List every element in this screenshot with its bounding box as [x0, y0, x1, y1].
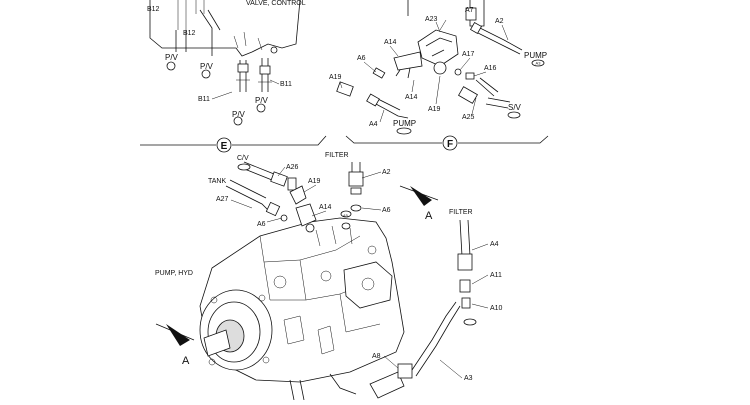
- section-e-label: E: [221, 141, 228, 152]
- pv-3-callout: [256, 103, 266, 113]
- label-a14-f2: A14: [405, 94, 418, 101]
- sv-callout: [507, 111, 521, 119]
- label-pv-1: P/V: [165, 53, 179, 62]
- label-a14-f1: A14: [384, 39, 397, 46]
- label-a11: A11: [490, 272, 502, 279]
- label-a3: A3: [464, 375, 473, 382]
- leader-lines: [230, 21, 509, 379]
- label-pv-2: P/V: [200, 62, 214, 71]
- label-sv: S/V: [508, 103, 522, 112]
- label-tank: TANK: [208, 178, 226, 185]
- label-a16: A16: [484, 65, 497, 72]
- svg-text:A5: A5: [343, 213, 349, 218]
- label-a14-e: A14: [319, 204, 332, 211]
- label-a4-f: A4: [369, 121, 378, 128]
- section-e-bracket: E: [140, 135, 327, 153]
- hydraulic-pump-body: [199, 217, 461, 401]
- section-e-marker: [216, 137, 232, 153]
- pv-4-callout: [233, 116, 243, 126]
- label-filter-top: FILTER: [325, 152, 349, 159]
- label-a8: A8: [372, 353, 381, 360]
- pv-2-callout: [201, 69, 211, 79]
- label-a23: A23: [425, 16, 438, 23]
- label-pump-f1: PUMP: [524, 51, 547, 60]
- section-f-components: [336, 0, 523, 119]
- view-arrow-top: [399, 185, 439, 206]
- pump-a3-callout: [531, 59, 545, 67]
- label-a26: A26: [286, 164, 299, 171]
- label-pv-4: P/V: [232, 110, 246, 119]
- pv-1-callout: [166, 61, 176, 71]
- label-arrow-a-top: A: [425, 210, 433, 222]
- label-pump-f2: PUMP: [393, 119, 416, 128]
- label-a10: A10: [490, 305, 503, 312]
- label-a2-f: A2: [495, 18, 504, 25]
- pump-f2-callout: [396, 127, 412, 135]
- label-a25: A25: [462, 114, 475, 121]
- label-b11-b: B11: [280, 81, 292, 88]
- section-f-marker: [442, 135, 458, 151]
- pump-fittings: [225, 161, 477, 326]
- label-cv: C/V: [237, 155, 249, 162]
- label-arrow-a-bottom: A: [182, 355, 190, 367]
- label-a6-f: A6: [357, 55, 366, 62]
- label-pv-3: P/V: [255, 96, 269, 105]
- label-a17: A17: [462, 51, 475, 58]
- control-valve-assembly: [149, 0, 301, 92]
- label-pump-hyd: PUMP, HYD: [155, 270, 193, 277]
- label-valve-control: VALVE, CONTROL: [246, 0, 306, 7]
- label-a6-e2: A6: [382, 207, 391, 214]
- label-a6-e1: A6: [257, 221, 266, 228]
- section-f-label: F: [447, 139, 453, 150]
- label-b12-a: B12: [147, 6, 160, 13]
- label-a4-e: A4: [490, 241, 499, 248]
- label-a27: A27: [216, 196, 229, 203]
- label-a7: A7: [465, 7, 474, 14]
- label-filter-right: FILTER: [449, 209, 473, 216]
- label-a19-f: A19: [329, 74, 342, 81]
- cv-callout: [237, 163, 251, 171]
- label-b11-a: B11: [198, 96, 210, 103]
- svg-text:A3: A3: [536, 61, 542, 66]
- label-a2-e: A2: [382, 169, 391, 176]
- label-b12-b: B12: [183, 30, 196, 37]
- section-f-bracket: F: [345, 135, 549, 151]
- view-arrow-bottom: [155, 323, 195, 346]
- label-a19-e: A19: [308, 178, 321, 185]
- label-a19-f2: A19: [428, 106, 441, 113]
